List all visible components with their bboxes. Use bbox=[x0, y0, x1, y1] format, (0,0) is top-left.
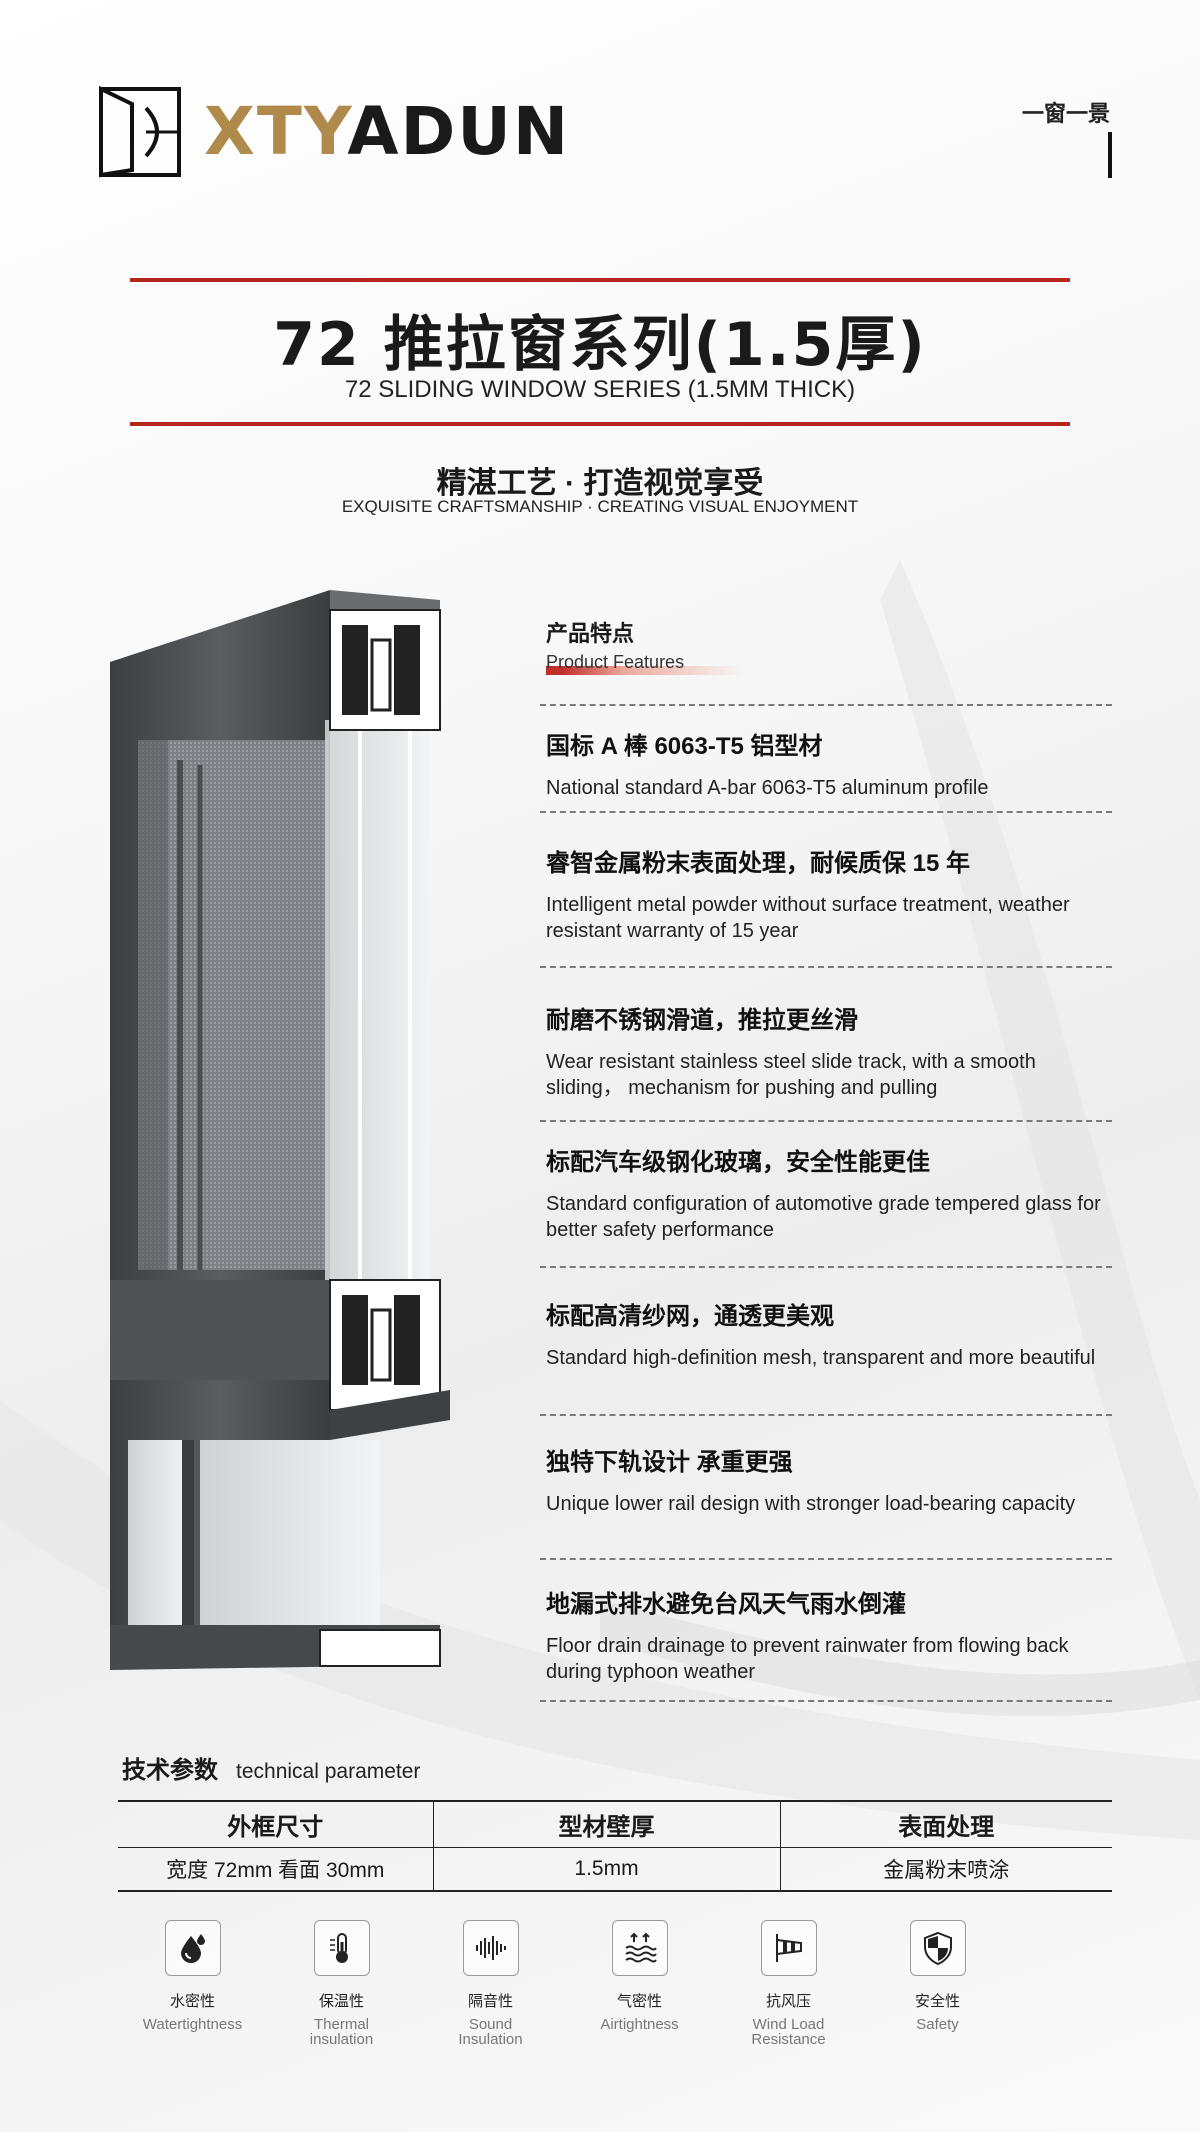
feature-divider bbox=[540, 1414, 1112, 1416]
feature-item: 耐磨不锈钢滑道，推拉更丝滑 Wear resistant stainless s… bbox=[546, 1000, 1116, 1101]
feature-desc: Intelligent metal powder without surface… bbox=[546, 894, 1070, 942]
icon-frame bbox=[313, 1920, 370, 1976]
performance-label-en: Airtightness bbox=[600, 2016, 679, 2033]
subtitle-en: EXQUISITE CRAFTSMANSHIP · CREATING VISUA… bbox=[341, 497, 859, 516]
table-row: 宽度 72mm 看面 30mm 1.5mm 金属粉末喷涂 bbox=[118, 1847, 1112, 1891]
table-header: 表面处理 bbox=[779, 1801, 1112, 1848]
features-heading-cn: 产品特点 bbox=[546, 621, 635, 646]
feature-title: 国标 A 棒 6063-T5 铝型材 bbox=[546, 733, 823, 760]
performance-item: 隔音性 Sound Insulation bbox=[416, 1920, 565, 2050]
performance-label-en: Thermal insulation bbox=[309, 2016, 374, 2048]
feature-divider bbox=[540, 1558, 1112, 1560]
features-heading-en: Product Features bbox=[546, 652, 745, 675]
tech-heading-en: technical parameter bbox=[236, 1760, 421, 1783]
performance-item: 保温性 Thermal insulation bbox=[267, 1920, 416, 2050]
slogan-bar bbox=[1108, 132, 1112, 176]
performance-label-en: Wind Load Resistance bbox=[751, 2016, 826, 2048]
sound-wave-icon bbox=[475, 1936, 506, 1960]
tech-heading-cn: 技术参数 bbox=[122, 1757, 218, 1784]
table-cell: 金属粉末喷涂 bbox=[779, 1847, 1112, 1891]
features-heading: 产品特点 Product Features bbox=[546, 616, 745, 675]
feature-item: 地漏式排水避免台风天气雨水倒灌 Floor drain drainage to … bbox=[546, 1584, 1116, 1685]
thermometer-icon bbox=[329, 1933, 348, 1963]
table-cell: 1.5mm bbox=[432, 1847, 780, 1891]
windsock-icon bbox=[775, 1934, 802, 1962]
feature-item: 独特下轨设计 承重更强 Unique lower rail design wit… bbox=[546, 1442, 1116, 1517]
feature-title: 独特下轨设计 承重更强 bbox=[546, 1449, 793, 1476]
feature-divider bbox=[540, 1266, 1112, 1268]
title-top-rule bbox=[130, 278, 1070, 282]
table-header-row: 外框尺寸 型材壁厚 表面处理 bbox=[118, 1801, 1112, 1848]
performance-label-cn: 保温性 bbox=[318, 1993, 364, 2010]
feature-divider bbox=[540, 1120, 1112, 1122]
feature-item: 标配高清纱网，通透更美观 Standard high-definition me… bbox=[546, 1296, 1116, 1371]
icon-frame bbox=[611, 1920, 668, 1976]
performance-item: 气密性 Airtightness bbox=[565, 1920, 714, 2050]
slogan-dot bbox=[1108, 172, 1112, 178]
icon-frame bbox=[909, 1920, 966, 1976]
tech-table: 外框尺寸 型材壁厚 表面处理 宽度 72mm 看面 30mm 1.5mm 金属粉… bbox=[118, 1800, 1112, 1892]
performance-item: 抗风压 Wind Load Resistance bbox=[714, 1920, 863, 2050]
feature-divider bbox=[540, 1700, 1112, 1702]
performance-label-cn: 气密性 bbox=[616, 1993, 662, 2010]
feature-title: 耐磨不锈钢滑道，推拉更丝滑 bbox=[546, 1007, 858, 1034]
performance-icons: 水密性 Watertightness 保温性 Thermal insulatio… bbox=[118, 1920, 1112, 2050]
performance-label-cn: 隔音性 bbox=[467, 1993, 513, 2010]
feature-title: 睿智金属粉末表面处理，耐候质保 15 年 bbox=[546, 850, 971, 877]
page-title: 72 推拉窗系列(1.5厚) bbox=[273, 310, 927, 380]
feature-title: 标配汽车级钢化玻璃，安全性能更佳 bbox=[546, 1149, 930, 1176]
table-cell: 宽度 72mm 看面 30mm bbox=[166, 1858, 385, 1882]
feature-divider bbox=[540, 704, 1112, 706]
window-profile-illustration bbox=[110, 590, 450, 1670]
feature-item: 标配汽车级钢化玻璃，安全性能更佳 Standard configuration … bbox=[546, 1142, 1116, 1243]
feature-item: 睿智金属粉末表面处理，耐候质保 15 年 Intelligent metal p… bbox=[546, 843, 1116, 944]
feature-desc: Wear resistant stainless steel slide tra… bbox=[546, 1051, 1036, 1099]
table-header: 型材壁厚 bbox=[432, 1801, 780, 1848]
icon-frame bbox=[760, 1920, 817, 1976]
brand-logo: XTYADUN bbox=[98, 84, 570, 180]
feature-title: 标配高清纱网，通透更美观 bbox=[546, 1303, 834, 1330]
feature-desc: Floor drain drainage to prevent rainwate… bbox=[546, 1635, 1069, 1683]
performance-label-cn: 安全性 bbox=[914, 1993, 960, 2010]
feature-desc: Standard configuration of automotive gra… bbox=[546, 1193, 1101, 1241]
feature-divider bbox=[540, 811, 1112, 813]
feature-divider bbox=[540, 966, 1112, 968]
subtitle: 精湛工艺 · 打造视觉享受 bbox=[436, 467, 764, 500]
water-drop-icon bbox=[180, 1934, 205, 1963]
feature-desc: Standard high-definition mesh, transpare… bbox=[546, 1347, 1096, 1369]
performance-item: 安全性 Safety bbox=[863, 1920, 1012, 2050]
performance-label-en: Watertightness bbox=[142, 2016, 243, 2033]
shield-icon bbox=[923, 1931, 952, 1966]
feature-title: 地漏式排水避免台风天气雨水倒灌 bbox=[546, 1591, 906, 1618]
page-title-en: 72 SLIDING WINDOW SERIES (1.5MM THICK) bbox=[344, 376, 856, 403]
performance-label-cn: 抗风压 bbox=[765, 1993, 811, 2010]
performance-label-en: Sound Insulation bbox=[458, 2016, 523, 2048]
feature-item: 国标 A 棒 6063-T5 铝型材 National standard A-b… bbox=[546, 726, 1116, 801]
performance-label-cn: 水密性 bbox=[169, 1993, 215, 2010]
title-bottom-rule bbox=[130, 422, 1070, 426]
airflow-icon bbox=[624, 1932, 657, 1963]
window-logo-icon bbox=[99, 86, 181, 178]
brand-name: XTYADUN bbox=[204, 93, 571, 170]
slogan: 一窗一景 bbox=[1021, 101, 1110, 126]
icon-frame bbox=[462, 1920, 519, 1976]
table-header: 外框尺寸 bbox=[118, 1801, 433, 1848]
performance-label-en: Safety bbox=[916, 2016, 959, 2033]
performance-item: 水密性 Watertightness bbox=[118, 1920, 267, 2050]
tech-heading: 技术参数 technical parameter bbox=[122, 1750, 420, 1785]
feature-desc: National standard A-bar 6063-T5 aluminum… bbox=[546, 777, 989, 799]
icon-frame bbox=[164, 1920, 221, 1976]
feature-desc: Unique lower rail design with stronger l… bbox=[546, 1493, 1076, 1515]
